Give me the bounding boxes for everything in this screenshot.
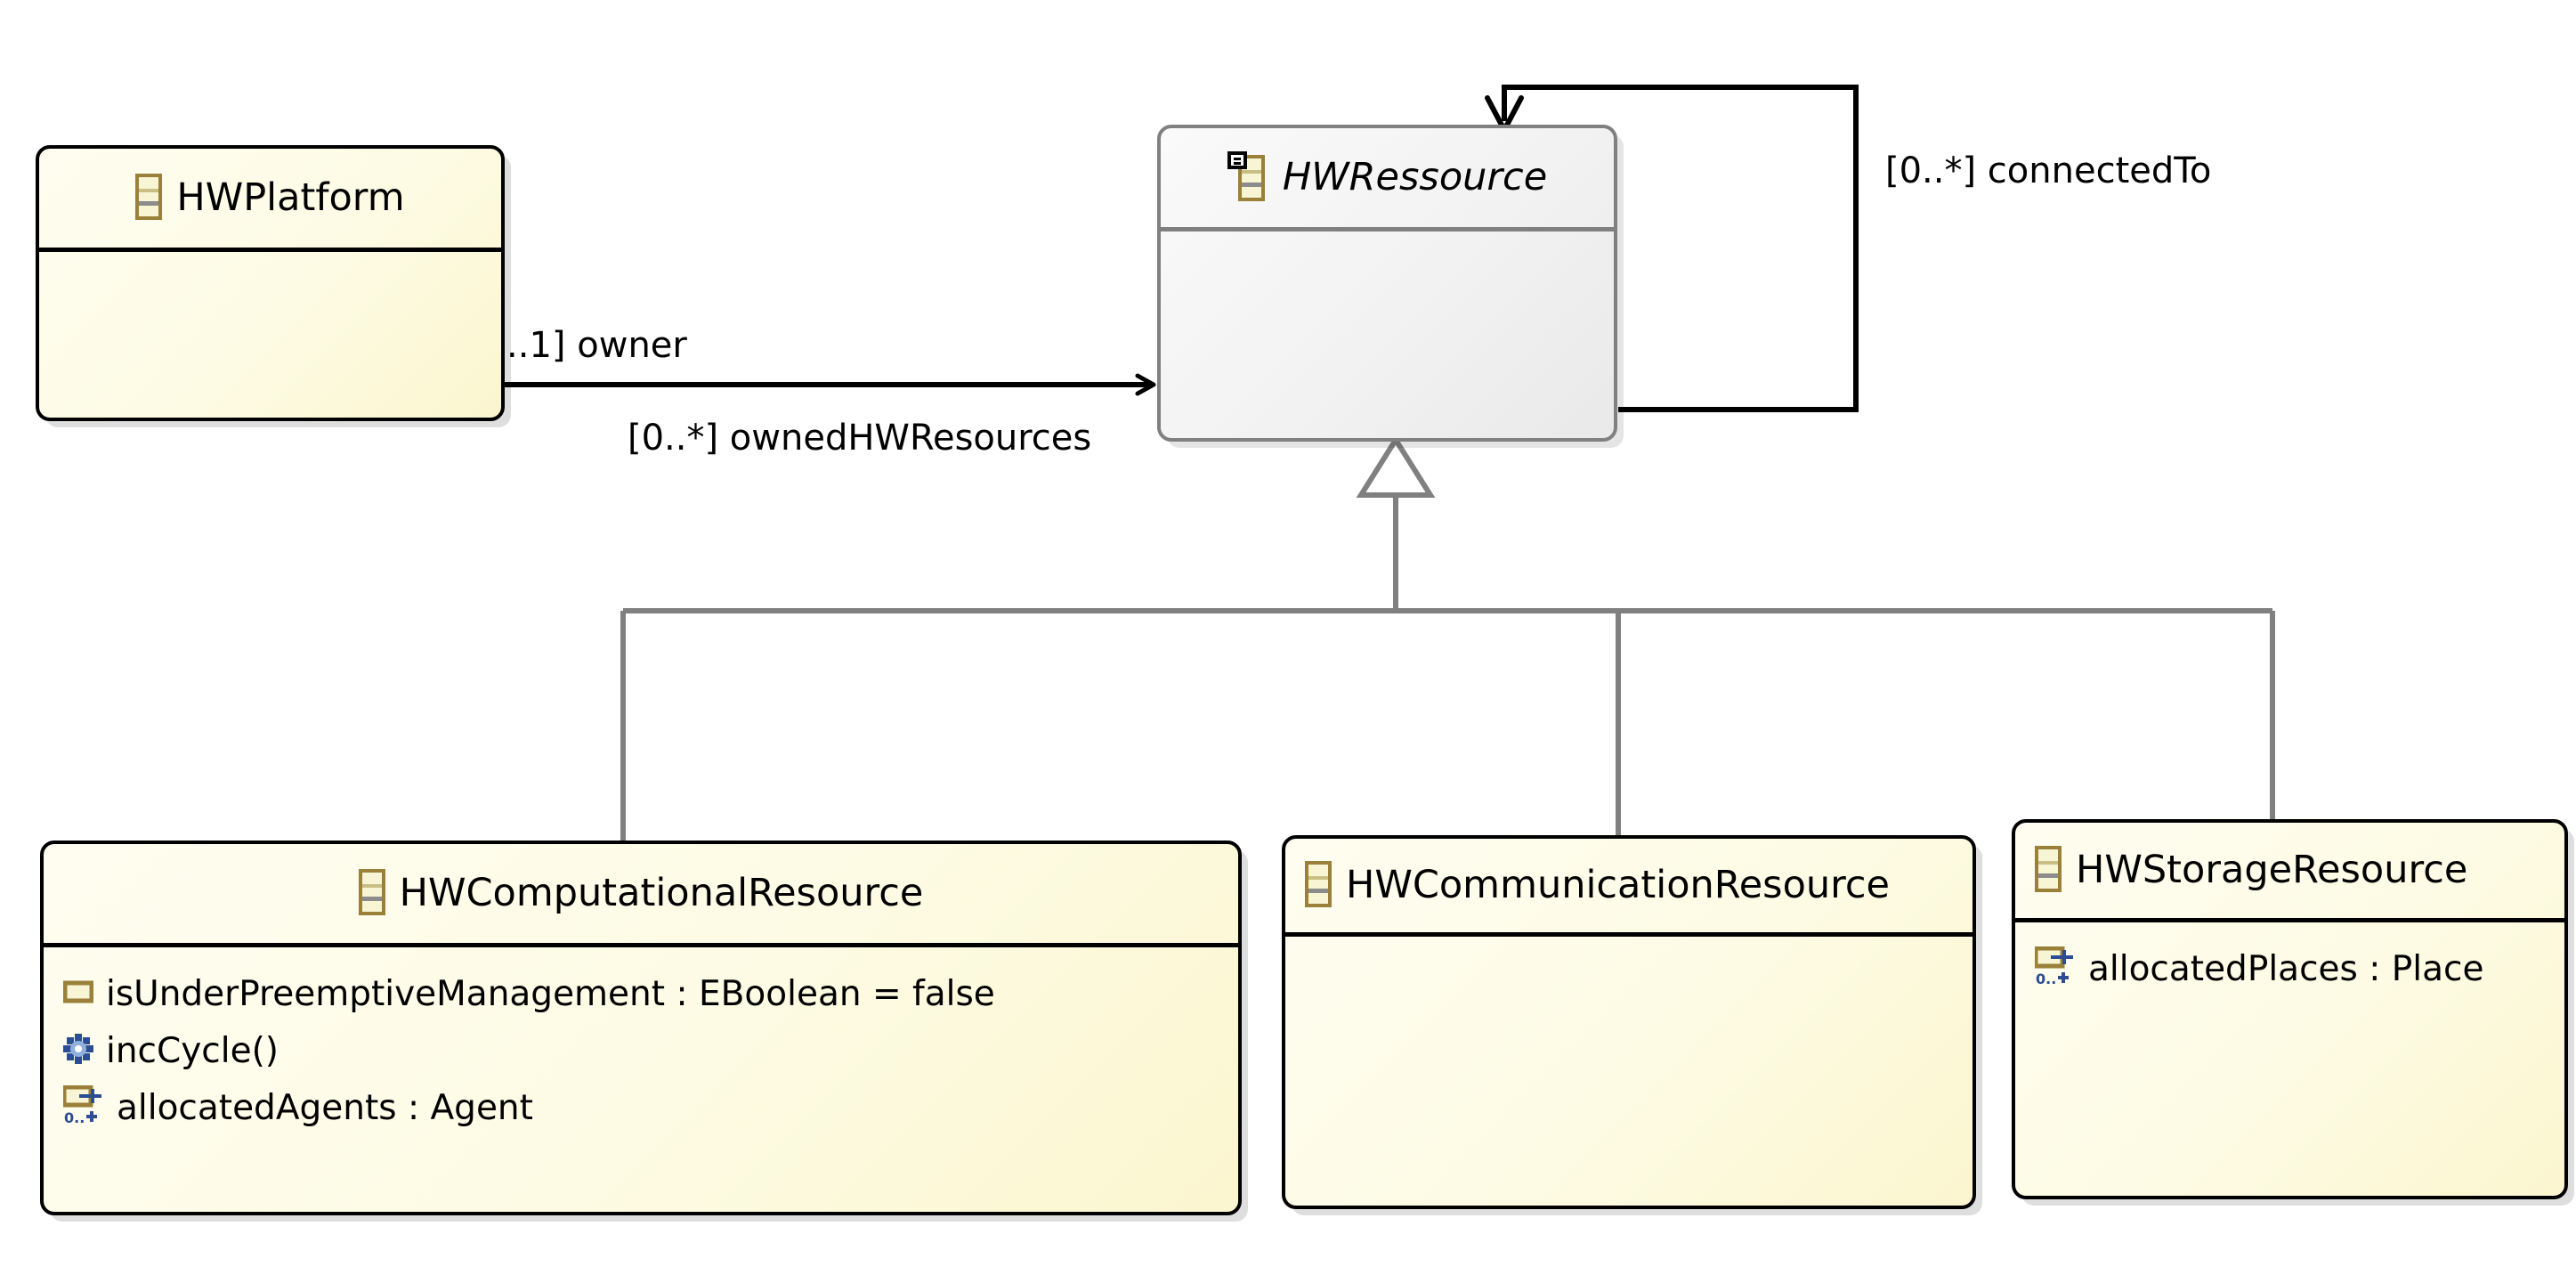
feature-row[interactable]: isUnderPreemptiveManagement : EBoolean =… xyxy=(44,965,1238,1022)
feature-label: allocatedAgents : Agent xyxy=(117,1087,533,1128)
class-header: HWPlatform xyxy=(39,149,501,252)
class-hwstorageresource[interactable]: HWStorageResource 0.. allocatedPlaces : … xyxy=(2012,819,2568,1199)
class-header: HWCommunicationResource xyxy=(1285,839,1973,937)
class-title: HWCommunicationResource xyxy=(1346,863,1890,907)
attribute-icon xyxy=(62,980,94,1007)
class-icon xyxy=(135,173,163,223)
class-hwressource[interactable]: HWRessource xyxy=(1157,125,1617,442)
abstract-class-icon xyxy=(1227,150,1268,205)
generalization-triangle xyxy=(1356,435,1436,498)
svg-text:0..: 0.. xyxy=(64,1109,85,1126)
reference-icon: 0.. xyxy=(61,1084,104,1130)
feature-label: incCycle() xyxy=(106,1030,279,1071)
class-body xyxy=(39,252,501,418)
svg-text:0..: 0.. xyxy=(2036,971,2056,987)
class-icon xyxy=(2035,845,2062,896)
reference-icon: 0.. xyxy=(2033,946,2076,991)
class-title: HWStorageResource xyxy=(2076,848,2468,892)
class-body: isUnderPreemptiveManagement : EBoolean =… xyxy=(44,947,1238,1212)
class-hwcomputationalresource[interactable]: HWComputationalResource isUnderPreemptiv… xyxy=(40,841,1242,1215)
class-hwplatform[interactable]: HWPlatform xyxy=(36,145,505,421)
class-title: HWComputationalResource xyxy=(399,871,924,915)
class-body xyxy=(1285,937,1973,1206)
feature-row[interactable]: 0.. allocatedAgents : Agent xyxy=(44,1079,1238,1136)
feature-label: allocatedPlaces : Place xyxy=(2088,948,2484,989)
class-body: 0.. allocatedPlaces : Place xyxy=(2015,922,2564,1196)
operation-icon xyxy=(63,1034,93,1068)
feature-row[interactable]: incCycle() xyxy=(44,1022,1238,1079)
class-icon xyxy=(1305,860,1332,911)
class-title: HWPlatform xyxy=(176,175,405,220)
class-header: HWRessource xyxy=(1161,128,1614,231)
class-header: HWComputationalResource xyxy=(44,844,1238,947)
edge-generalization-tree[interactable] xyxy=(620,435,2275,841)
edge-label-owned-hw-resources: [0..*] ownedHWResources xyxy=(628,418,1092,459)
feature-row[interactable]: 0.. allocatedPlaces : Place xyxy=(2015,940,2564,997)
feature-label: isUnderPreemptiveManagement : EBoolean =… xyxy=(106,973,995,1014)
edge-label-connected-to: [0..*] connectedTo xyxy=(1885,150,2212,191)
class-icon xyxy=(358,868,385,919)
class-title: HWRessource xyxy=(1282,155,1548,199)
edge-label-owner: [0..1] owner xyxy=(470,325,687,366)
class-header: HWStorageResource xyxy=(2015,823,2564,922)
class-body xyxy=(1161,231,1614,438)
class-hwcommunicationresource[interactable]: HWCommunicationResource xyxy=(1282,835,1976,1209)
